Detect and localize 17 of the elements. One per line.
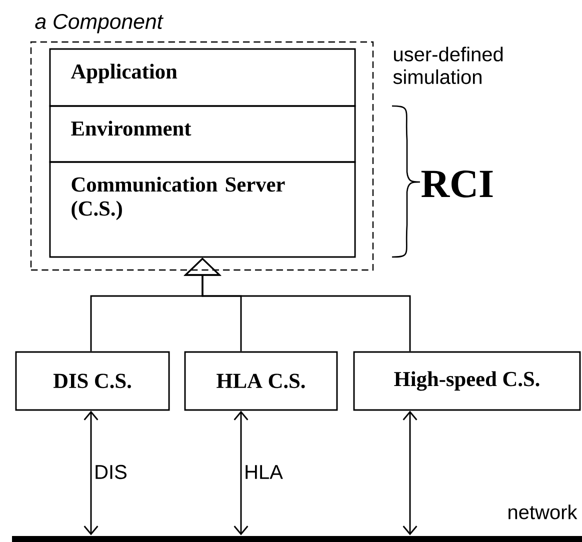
network-bar bbox=[12, 536, 582, 542]
arrow bbox=[402, 410, 418, 536]
server-box: HLA C.S. bbox=[184, 351, 338, 411]
server-box: DIS C.S. bbox=[15, 351, 170, 411]
node-label: a Component bbox=[35, 14, 164, 34]
layer-box: Environment bbox=[49, 105, 356, 163]
brace-label: RCI bbox=[421, 170, 493, 198]
arrow bbox=[234, 410, 248, 536]
edge-label: HLA bbox=[242, 464, 284, 480]
generalization-arrow bbox=[184, 258, 411, 352]
annotation-text: user-defined simulation bbox=[393, 46, 503, 84]
arrow bbox=[84, 410, 98, 536]
network-label: network bbox=[508, 504, 578, 520]
server-box: High-speed C.S. bbox=[353, 351, 581, 411]
layer-box: Application bbox=[49, 48, 356, 107]
edge-label: DIS bbox=[92, 464, 129, 480]
layer-box: Communication Server (C.S.) bbox=[49, 161, 356, 258]
